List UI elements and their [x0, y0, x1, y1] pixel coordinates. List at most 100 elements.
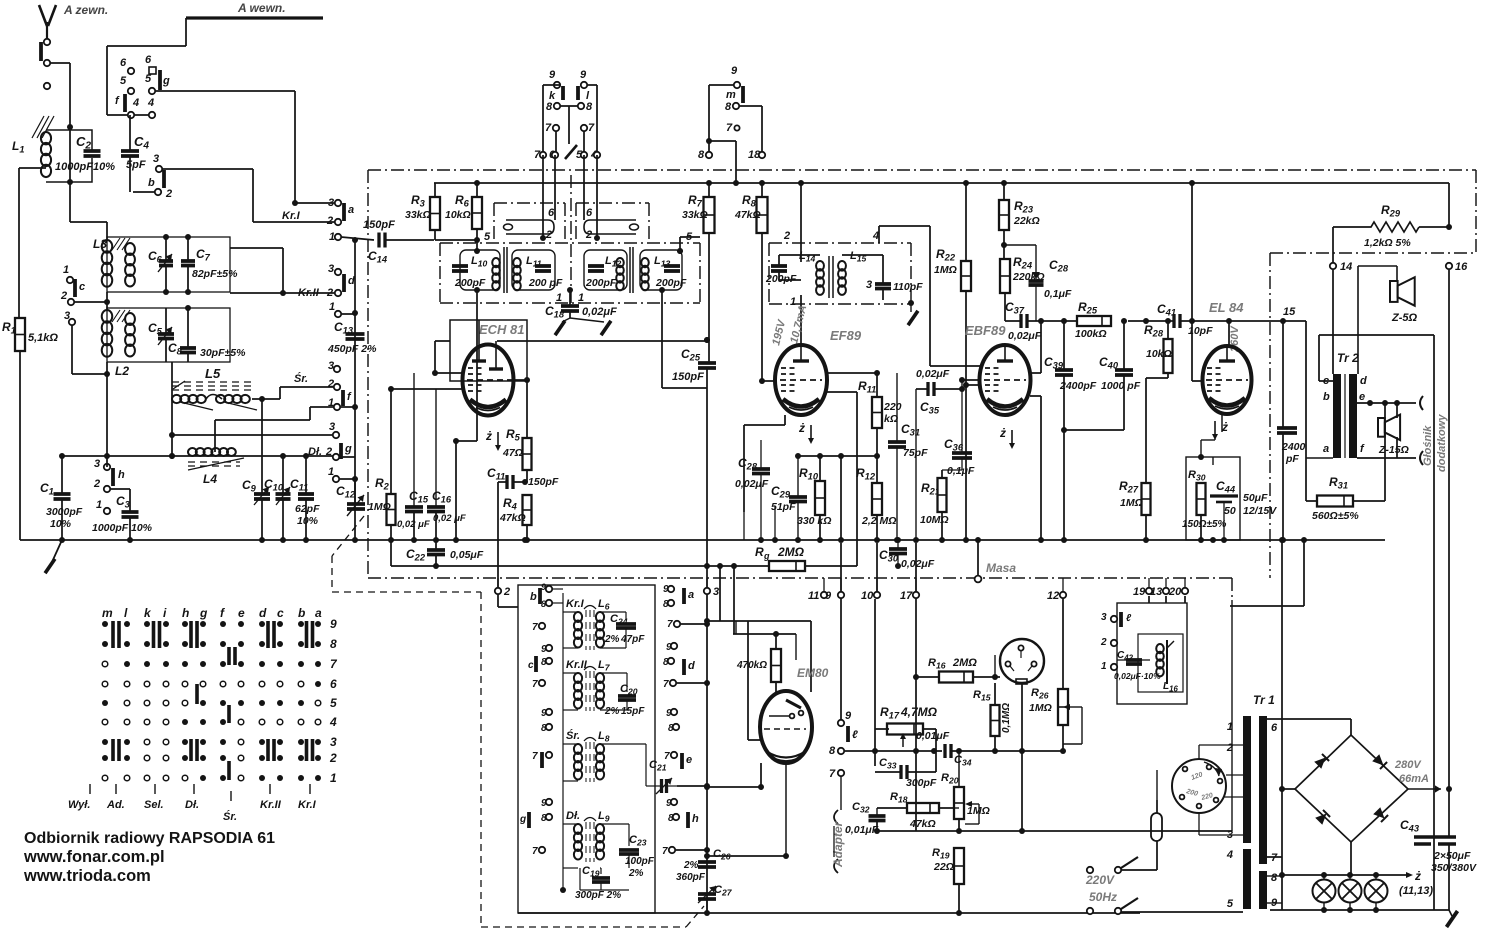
svg-text:3: 3	[329, 421, 335, 433]
svg-text:47kΩ: 47kΩ	[499, 512, 526, 524]
svg-text:2%: 2%	[604, 706, 620, 717]
svg-text:Sel.: Sel.	[144, 799, 164, 811]
svg-text:7: 7	[532, 751, 538, 762]
svg-text:9: 9	[330, 617, 337, 631]
svg-text:a: a	[1323, 443, 1329, 455]
svg-text:7: 7	[1271, 852, 1278, 864]
svg-text:kΩ: kΩ	[884, 413, 898, 425]
svg-text:2,2 MΩ: 2,2 MΩ	[861, 515, 896, 527]
svg-text:0,02μF: 0,02μF	[1008, 330, 1042, 342]
svg-text:12/15V: 12/15V	[1243, 505, 1277, 517]
svg-text:ż: ż	[485, 429, 492, 443]
svg-text:8: 8	[668, 723, 674, 734]
svg-text:33kΩ: 33kΩ	[682, 209, 708, 221]
svg-text:0,01μF: 0,01μF	[845, 824, 879, 836]
svg-text:9: 9	[666, 708, 672, 719]
svg-text:ż: ż	[1221, 420, 1228, 434]
svg-text:120: 120	[1190, 771, 1203, 782]
svg-text:h: h	[182, 606, 189, 620]
svg-text:Tr 2: Tr 2	[1337, 351, 1359, 365]
svg-text:9: 9	[666, 642, 672, 653]
svg-text:3: 3	[328, 360, 334, 372]
svg-text:300pF 2%: 300pF 2%	[575, 890, 621, 901]
svg-text:a: a	[315, 606, 322, 620]
svg-text:7: 7	[662, 846, 668, 857]
svg-text:4: 4	[872, 230, 879, 242]
svg-text:1: 1	[328, 466, 334, 478]
svg-text:9: 9	[541, 582, 546, 592]
svg-text:2MΩ: 2MΩ	[777, 545, 805, 559]
svg-text:10: 10	[861, 590, 874, 602]
svg-text:Kr.II: Kr.II	[298, 287, 320, 299]
svg-text:7: 7	[532, 679, 538, 690]
svg-text:2: 2	[326, 215, 333, 227]
svg-text:220: 220	[883, 401, 902, 413]
svg-text:9: 9	[666, 798, 672, 809]
svg-text:Śr.: Śr.	[294, 372, 308, 385]
svg-text:330 kΩ: 330 kΩ	[797, 515, 831, 527]
svg-text:5: 5	[484, 231, 491, 243]
svg-text:3: 3	[153, 153, 159, 165]
svg-text:8: 8	[698, 149, 705, 161]
svg-text:15pF: 15pF	[621, 706, 645, 717]
svg-text:ECH 81: ECH 81	[479, 322, 525, 337]
svg-text:R30: R30	[1188, 469, 1206, 483]
svg-text:www.trioda.com: www.trioda.com	[23, 867, 151, 885]
svg-text:i: i	[163, 606, 167, 620]
svg-text:8: 8	[668, 813, 674, 824]
svg-text:9: 9	[541, 708, 547, 719]
svg-text:Tr 1: Tr 1	[1253, 693, 1275, 707]
svg-text:0,02μF: 0,02μF	[735, 478, 769, 490]
svg-text:9: 9	[825, 590, 832, 602]
svg-text:2: 2	[585, 229, 592, 241]
svg-text:Z-5Ω: Z-5Ω	[1391, 312, 1418, 324]
svg-text:ℓ: ℓ	[1126, 613, 1132, 624]
svg-text:100kΩ: 100kΩ	[1075, 328, 1107, 340]
svg-text:Kr.II: Kr.II	[566, 659, 588, 671]
svg-text:ż: ż	[1414, 869, 1421, 883]
svg-text:6: 6	[1271, 722, 1278, 734]
svg-text:5: 5	[145, 73, 152, 85]
svg-text:1000pF: 1000pF	[92, 522, 129, 534]
svg-text:L15: L15	[850, 250, 867, 264]
svg-text:g: g	[519, 814, 526, 825]
svg-text:470kΩ: 470kΩ	[736, 660, 767, 671]
svg-text:10%: 10%	[297, 515, 319, 527]
svg-text:Z-15Ω: Z-15Ω	[1378, 444, 1409, 456]
svg-text:8: 8	[541, 723, 547, 734]
svg-text:1: 1	[330, 771, 337, 785]
svg-text:Śr.: Śr.	[566, 729, 580, 742]
svg-text:L14: L14	[799, 250, 816, 264]
svg-text:EBF89: EBF89	[965, 323, 1006, 338]
svg-text:L16: L16	[1163, 681, 1178, 694]
svg-text:EM80: EM80	[797, 666, 829, 680]
svg-text:82pF±5%: 82pF±5%	[192, 268, 238, 280]
svg-text:2: 2	[326, 287, 333, 299]
svg-text:L8: L8	[598, 730, 610, 744]
svg-text:2: 2	[503, 586, 510, 598]
svg-text:4: 4	[1226, 849, 1233, 861]
svg-text:2400pF: 2400pF	[1059, 380, 1097, 392]
svg-text:10pF: 10pF	[1188, 325, 1213, 337]
svg-text:Masa: Masa	[986, 561, 1016, 575]
svg-text:10%: 10%	[93, 161, 115, 173]
svg-text:h: h	[692, 813, 699, 825]
svg-text:3: 3	[866, 279, 872, 291]
svg-text:1MΩ: 1MΩ	[934, 264, 957, 276]
svg-text:A zewn.: A zewn.	[63, 3, 108, 17]
svg-text:1: 1	[556, 292, 562, 304]
svg-text:L5: L5	[205, 366, 221, 381]
svg-text:R15: R15	[973, 689, 991, 703]
svg-text:2: 2	[325, 446, 332, 458]
svg-text:0,01μF: 0,01μF	[916, 730, 950, 742]
svg-text:b: b	[1323, 391, 1330, 403]
svg-text:1,2kΩ 5%: 1,2kΩ 5%	[1364, 237, 1411, 249]
svg-text:200pF: 200pF	[585, 277, 617, 289]
svg-text:30pF±5%: 30pF±5%	[200, 347, 246, 359]
svg-text:10%: 10%	[50, 518, 72, 530]
svg-text:Odbiornik radiowy RAPSODIA 61: Odbiornik radiowy RAPSODIA 61	[24, 830, 275, 847]
svg-text:0,02μF: 0,02μF	[582, 306, 617, 318]
svg-text:L10: L10	[471, 255, 488, 269]
svg-text:0,1μF: 0,1μF	[947, 465, 975, 477]
svg-text:m: m	[102, 606, 113, 620]
